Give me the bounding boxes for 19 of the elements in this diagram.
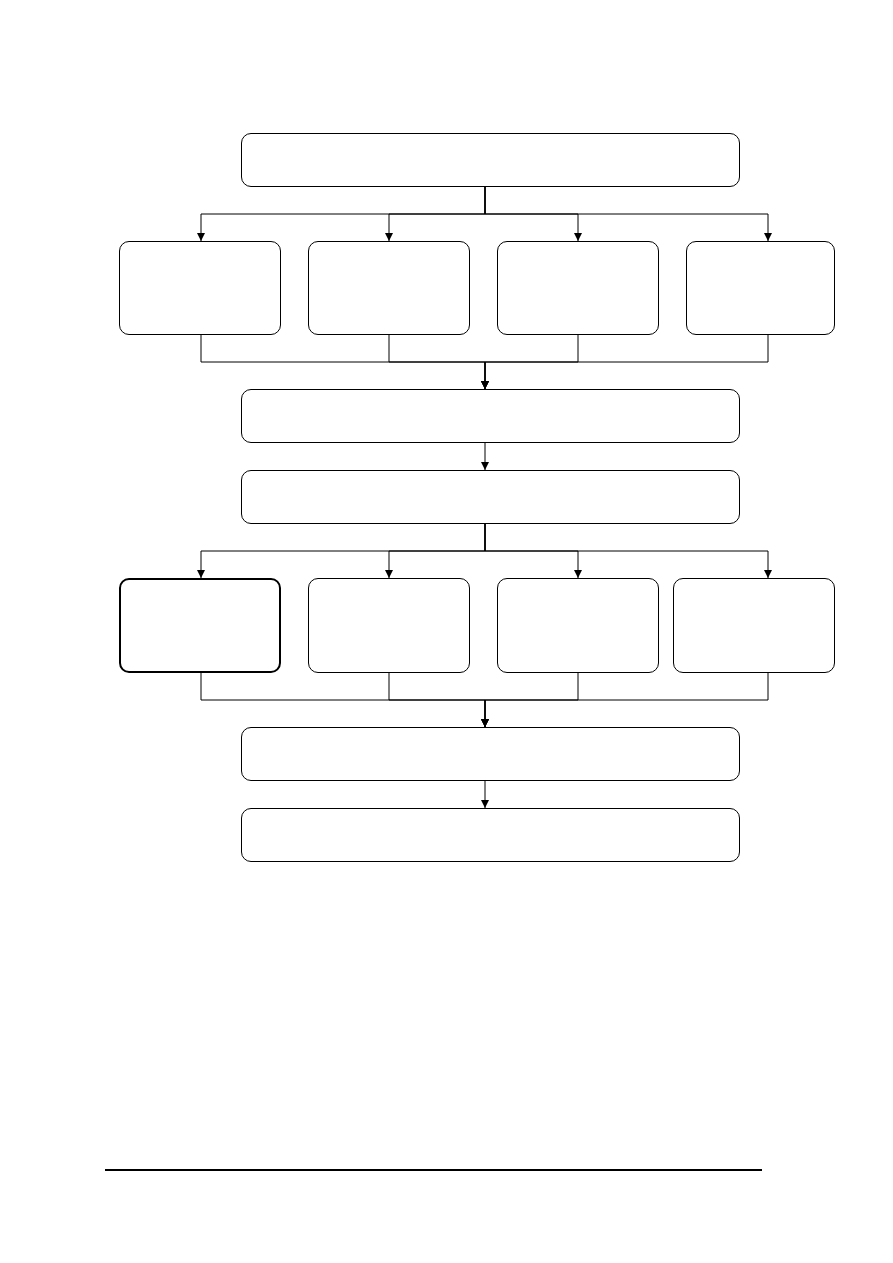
process-box <box>497 578 659 673</box>
process-box <box>241 470 740 524</box>
process-box <box>308 241 470 335</box>
process-box <box>673 578 835 673</box>
process-box <box>119 241 281 335</box>
process-box <box>241 727 740 781</box>
process-box <box>119 578 281 673</box>
process-box <box>308 578 470 673</box>
arrow <box>481 780 489 809</box>
process-box <box>497 241 659 335</box>
process-box <box>241 133 740 187</box>
process-box <box>686 241 835 335</box>
arrow <box>484 523 772 579</box>
process-box <box>241 389 740 443</box>
arrow <box>481 672 769 728</box>
process-box <box>241 808 740 862</box>
arrow <box>484 186 772 242</box>
arrow <box>481 334 769 390</box>
arrow <box>481 442 489 471</box>
